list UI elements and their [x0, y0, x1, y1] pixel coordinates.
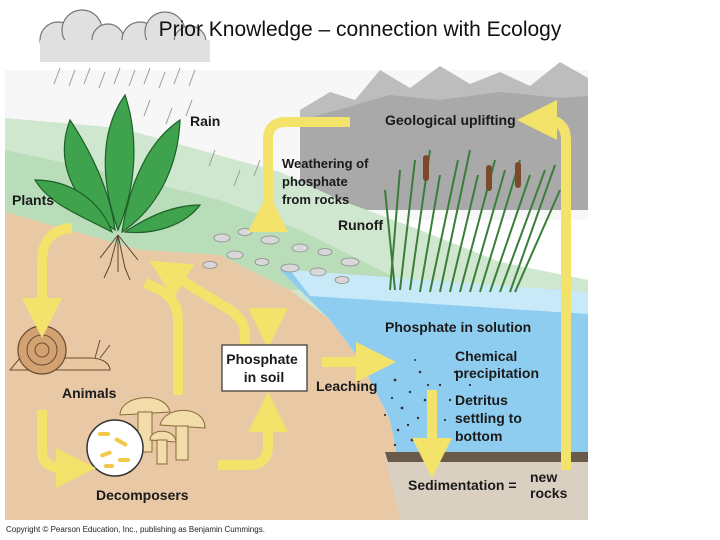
- label-runoff: Runoff: [338, 217, 383, 233]
- copyright-notice: Copyright © Pearson Education, Inc., pub…: [6, 525, 265, 534]
- label-new: new: [530, 469, 557, 485]
- slide-title: Prior Knowledge – connection with Ecolog…: [158, 18, 562, 41]
- label-weathering: Weathering of phosphate from rocks: [282, 156, 372, 207]
- label-rain: Rain: [190, 113, 220, 129]
- bacteria-icon: [86, 419, 144, 477]
- snail-icon: [8, 325, 111, 375]
- label-decomposers: Decomposers: [96, 487, 189, 503]
- label-geological-uplifting: Geological uplifting: [385, 112, 516, 128]
- label-chemical-precipitation: Chemical precipitation: [455, 348, 539, 381]
- label-detritus: Detritus settling to bottom: [455, 392, 526, 444]
- label-plants: Plants: [12, 192, 54, 208]
- phosphate-soil-box: [221, 344, 308, 392]
- cycle-arrows: [22, 100, 571, 488]
- label-rocks: rocks: [530, 485, 568, 501]
- label-sedimentation: Sedimentation =: [408, 477, 517, 493]
- label-phosphate-in-solution: Phosphate in solution: [385, 319, 531, 335]
- plant-icon: [33, 93, 202, 281]
- rain-cloud-icon: [39, 9, 261, 187]
- label-animals: Animals: [62, 385, 117, 401]
- mushroom-icon: [119, 397, 206, 465]
- label-leaching: Leaching: [316, 378, 377, 394]
- reeds-icon: [384, 149, 561, 293]
- label-phosphate-in-soil: Phosphate in soil: [226, 351, 301, 385]
